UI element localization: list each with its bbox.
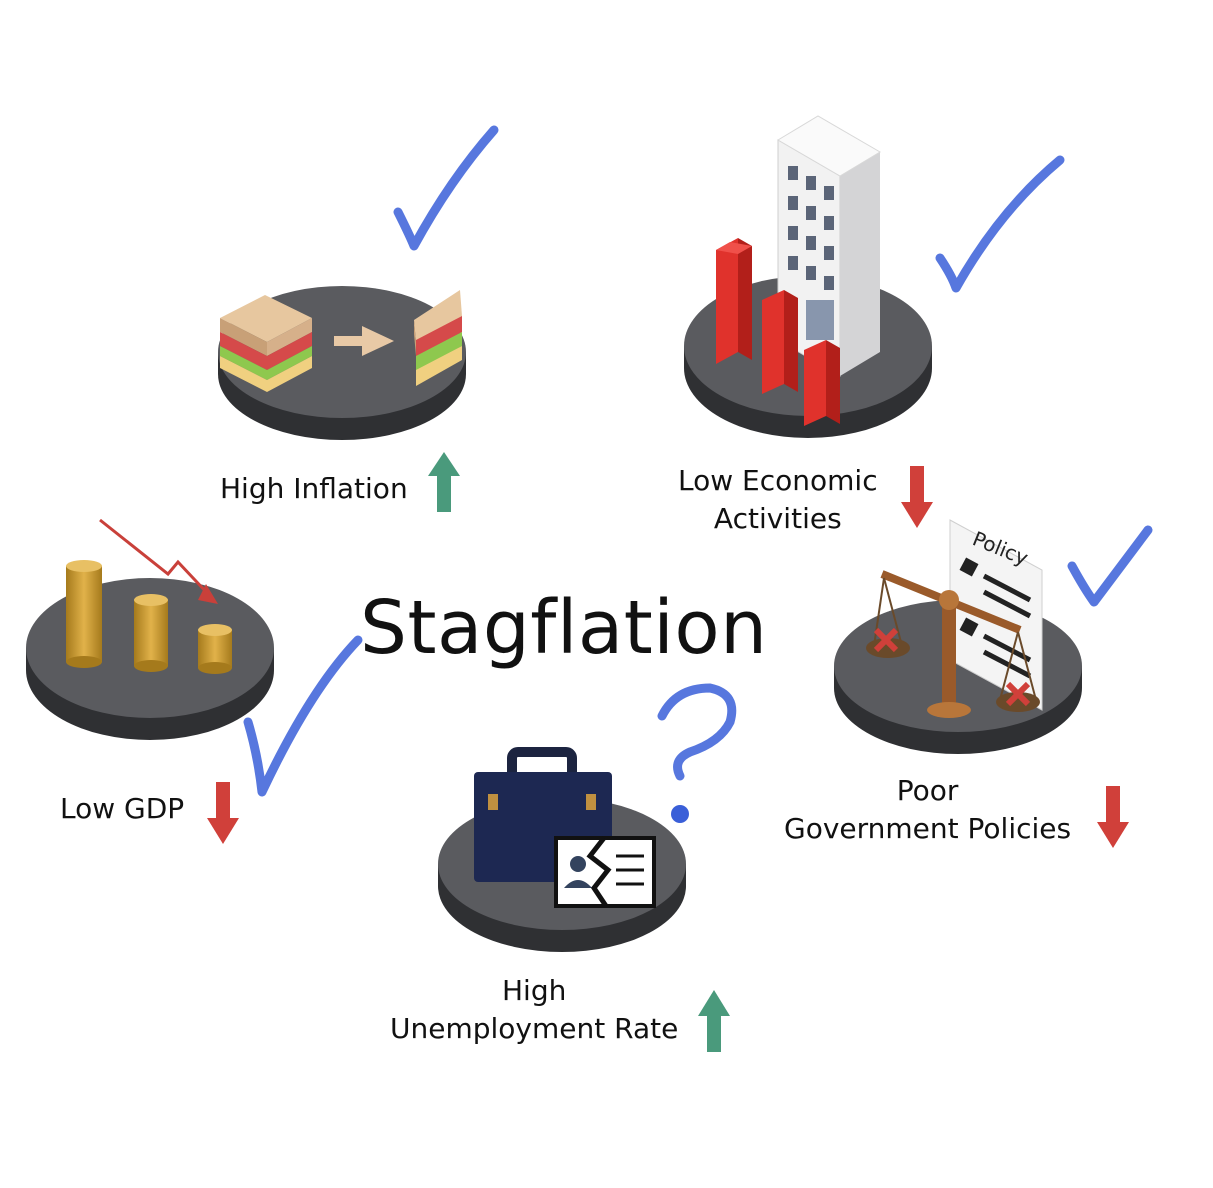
question-mark-icon — [657, 683, 737, 823]
economic-down-arrow-icon — [901, 466, 933, 528]
label-high-inflation: High Inflation — [220, 472, 408, 505]
sandwich-icon — [220, 295, 312, 392]
label-poor-government-policies: Poor Government Policies — [784, 772, 1071, 848]
bar-chart-icon — [716, 238, 840, 426]
label-line: Poor — [896, 774, 959, 807]
coin-stacks-icon — [66, 560, 232, 674]
gdp-check-icon — [243, 635, 363, 797]
economic-check-icon — [935, 155, 1065, 293]
label-line: Activities — [713, 502, 842, 535]
gdp-down-arrow-icon — [207, 782, 239, 844]
label-low-economic-activities: Low Economic Activities — [678, 462, 878, 538]
arrow-right-icon — [334, 326, 394, 356]
label-line: Low Economic — [678, 464, 878, 497]
scale-icon — [866, 570, 1040, 718]
policy-check-icon — [1067, 525, 1153, 607]
label-low-gdp: Low GDP — [60, 792, 185, 825]
page-title: Stagflation — [360, 585, 768, 671]
label-line: High — [501, 974, 567, 1007]
broken-id-card-icon — [554, 836, 656, 908]
label-high-unemployment-rate: High Unemployment Rate — [390, 972, 678, 1048]
inflation-up-arrow-icon — [428, 452, 460, 512]
trend-down-icon — [99, 518, 218, 604]
label-line: Government Policies — [784, 812, 1072, 845]
unemployment-up-arrow-icon — [698, 990, 730, 1052]
policy-document-icon — [949, 519, 1043, 711]
label-line: Unemployment Rate — [390, 1012, 679, 1045]
inflation-check-icon — [393, 125, 499, 251]
half-sandwich-icon — [414, 290, 462, 386]
policy-down-arrow-icon — [1097, 786, 1129, 848]
